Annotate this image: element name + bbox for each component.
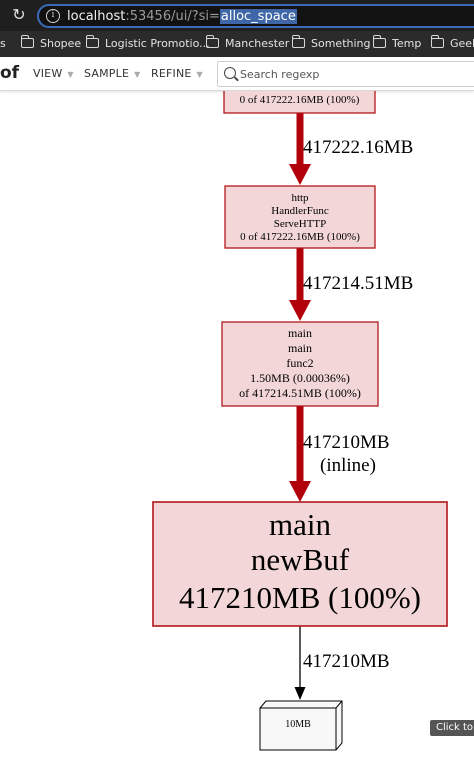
folder-icon — [430, 35, 444, 48]
url-port-path: :53456/ui/?si= — [125, 9, 220, 24]
node-label: main — [288, 326, 312, 340]
bookmark-temp[interactable]: Temp — [372, 35, 421, 52]
arrowhead-icon — [289, 300, 311, 321]
bookmark-geek[interactable]: Geek — [430, 35, 474, 52]
node-label: 0 of 417222.16MB (100%) — [240, 94, 360, 106]
url-host: localhost — [67, 9, 126, 24]
tooltip: Click to g — [430, 720, 474, 736]
edge-newbuf-to-leaf[interactable]: 417210MB — [294, 626, 390, 700]
bookmark-partial[interactable]: s — [0, 37, 6, 50]
node-label: ServeHTTP — [274, 218, 327, 230]
node-label: main — [269, 507, 331, 542]
folder-icon — [20, 35, 34, 48]
address-bar[interactable]: i localhost:53456/ui/?si=alloc_space — [37, 4, 474, 28]
app-brand: of — [0, 63, 20, 83]
pprof-toolbar: of VIEW▼ SAMPLE▼ REFINE▼ — [0, 57, 474, 91]
menu-refine[interactable]: REFINE▼ — [151, 67, 203, 80]
edge-top-to-http[interactable]: 417222.16MB — [289, 113, 413, 185]
url-selected-param: alloc_space — [219, 9, 297, 24]
edge-func2-to-newbuf[interactable]: 417210MB (inline) — [289, 406, 390, 502]
folder-icon — [291, 35, 305, 48]
folder-icon — [372, 35, 386, 48]
search-input[interactable] — [240, 65, 470, 83]
node-box — [223, 91, 376, 114]
node-box — [152, 501, 448, 627]
search-icon — [224, 67, 236, 79]
node-label: 417210MB (100%) — [179, 580, 421, 615]
node-box — [221, 321, 379, 407]
folder-icon — [205, 35, 219, 48]
edge-label: 417210MB — [303, 651, 390, 672]
bookmark-something[interactable]: Something — [291, 35, 371, 52]
arrowhead-icon — [289, 164, 311, 185]
node-main-newbuf[interactable]: main newBuf 417210MB (100%) — [152, 501, 448, 627]
menu-sample[interactable]: SAMPLE▼ — [84, 67, 141, 80]
search-box[interactable] — [217, 61, 474, 87]
node-label: http — [291, 192, 309, 204]
caret-down-icon: ▼ — [134, 70, 141, 79]
node-label: of 417214.51MB (100%) — [239, 386, 361, 400]
edge-label: 417214.51MB — [303, 273, 413, 294]
bookmark-shopee[interactable]: Shopee — [20, 35, 81, 52]
call-graph: 417222.16MB 417214.51MB 417210MB (inline… — [152, 91, 448, 751]
edge-label-inline: (inline) — [320, 455, 376, 476]
folder-icon — [85, 35, 99, 48]
arrowhead-icon — [289, 481, 311, 502]
node-box — [259, 700, 343, 751]
menu-view[interactable]: VIEW▼ — [33, 67, 74, 80]
node-label: newBuf — [251, 542, 350, 577]
node-main-func2[interactable]: main main func2 1.50MB (0.00036%) of 417… — [221, 321, 379, 407]
node-box — [224, 185, 376, 249]
node-top[interactable]: 0 of 417222.16MB (100%) — [223, 91, 376, 114]
bookmark-logistic-promotion[interactable]: Logistic Promotio... — [85, 35, 210, 52]
node-label: 1.50MB (0.00036%) — [250, 371, 350, 385]
node-http-handlerfunc-servehttp[interactable]: http HandlerFunc ServeHTTP 0 of 417222.1… — [224, 185, 376, 249]
caret-down-icon: ▼ — [196, 70, 203, 79]
edge-label: 417222.16MB — [303, 137, 413, 158]
node-label: func2 — [286, 356, 313, 370]
node-label: HandlerFunc — [271, 205, 329, 217]
node-leaf-10mb[interactable]: 10MB — [259, 700, 343, 751]
edge-http-to-func2[interactable]: 417214.51MB — [289, 248, 413, 321]
url-text[interactable]: localhost:53456/ui/?si=alloc_space — [67, 8, 297, 25]
node-label: 0 of 417222.16MB (100%) — [240, 231, 360, 243]
browser-toolbar: ↻ i localhost:53456/ui/?si=alloc_space — [0, 0, 474, 31]
edge-label: 417210MB — [303, 432, 390, 453]
caret-down-icon: ▼ — [67, 70, 74, 79]
bookmarks-bar: s Shopee Logistic Promotio... Manchester… — [0, 31, 474, 57]
arrowhead-icon — [294, 687, 306, 700]
reload-icon[interactable]: ↻ — [12, 5, 26, 24]
bookmark-manchester[interactable]: Manchester — [205, 35, 289, 52]
node-label: main — [288, 341, 312, 355]
node-label: 10MB — [285, 719, 311, 730]
site-info-icon[interactable]: i — [46, 9, 60, 23]
